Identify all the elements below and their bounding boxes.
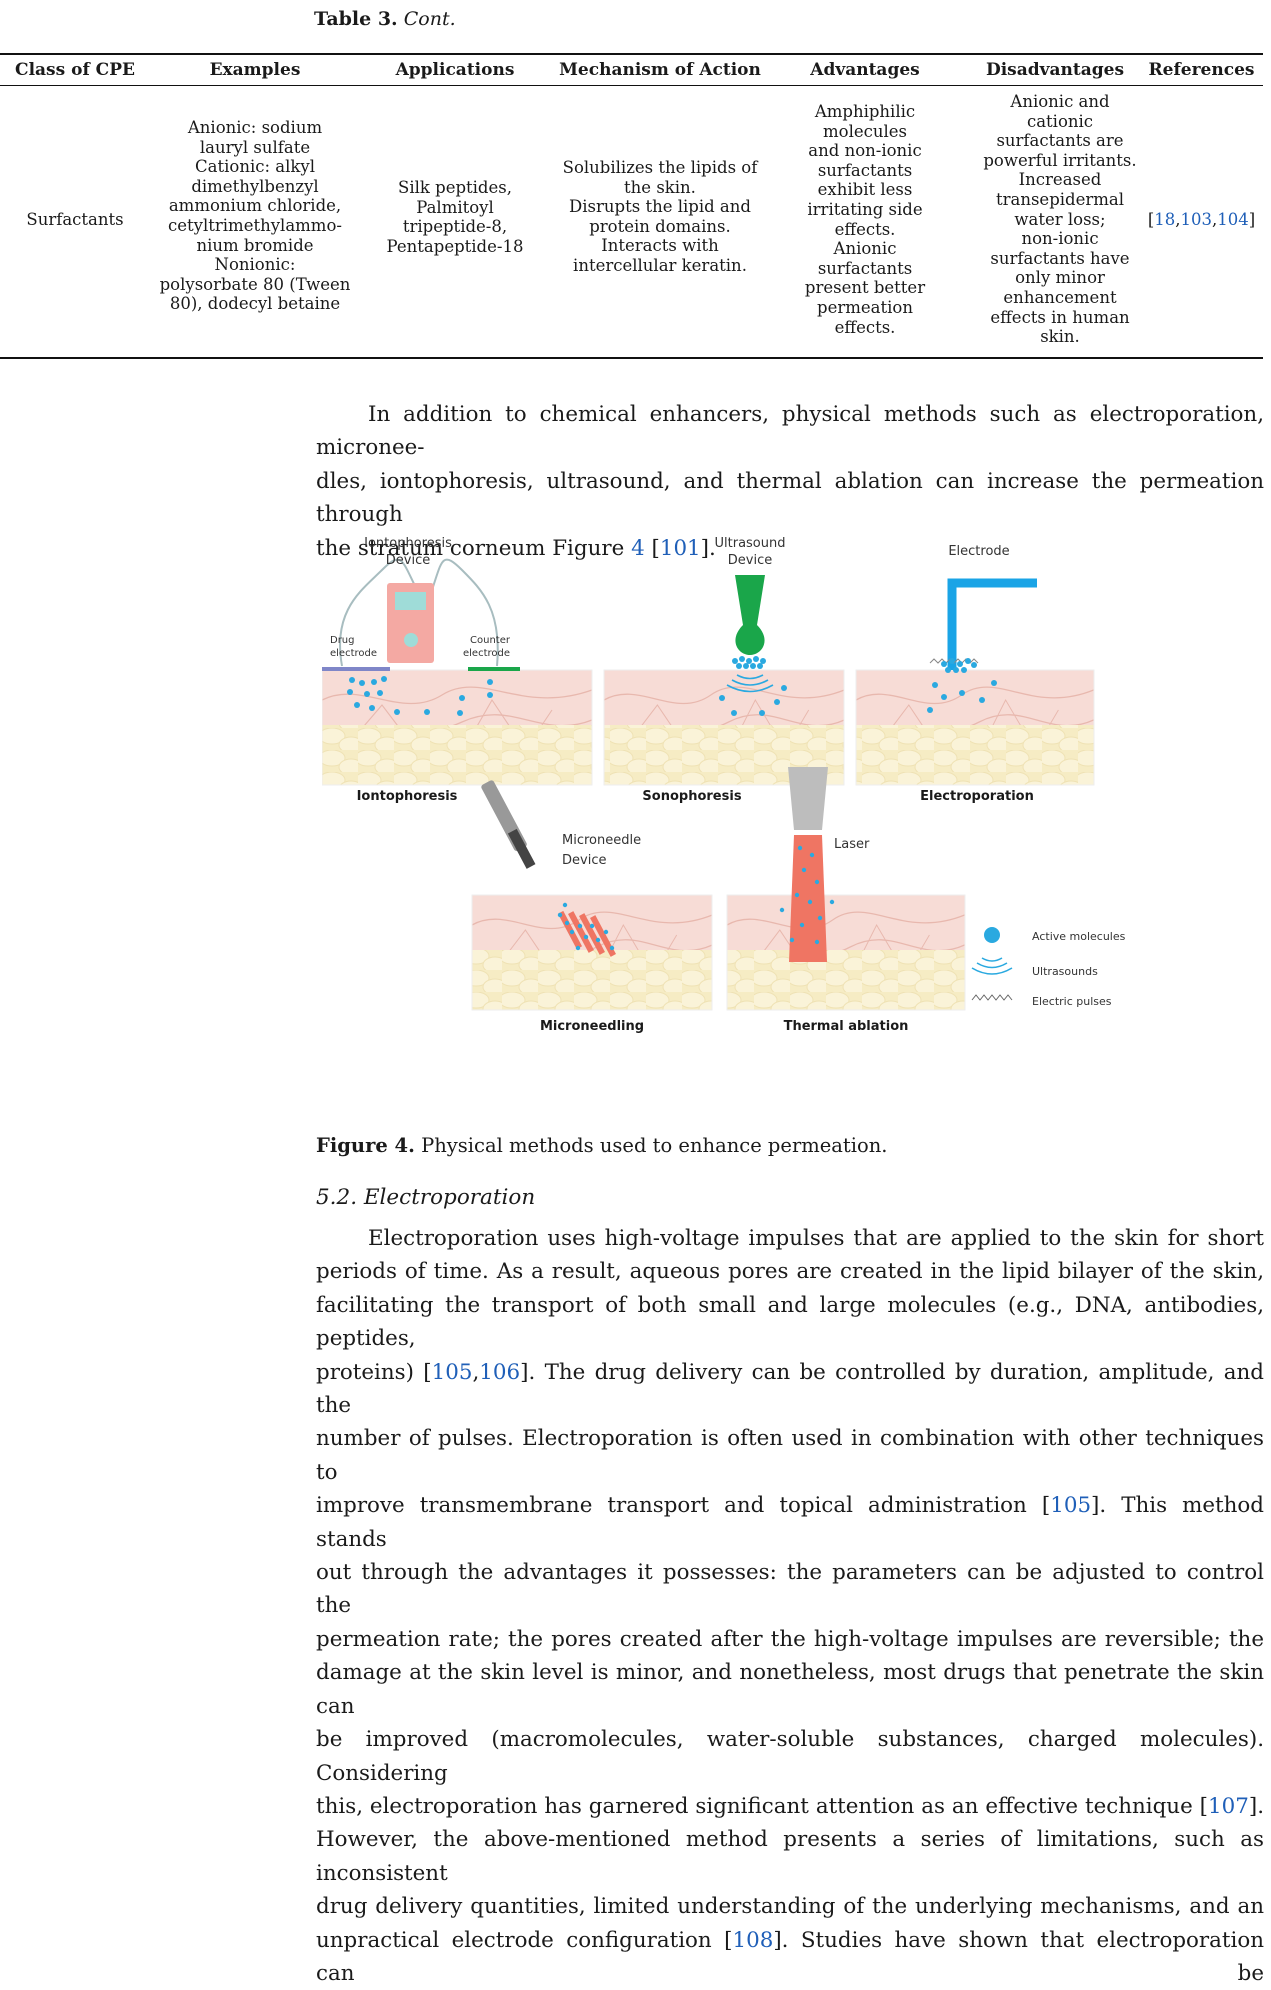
- header-mechanism: Mechanism of Action: [559, 60, 761, 80]
- panel-electroporation: [855, 578, 1095, 786]
- figure-caption-label: Figure 4.: [316, 1134, 415, 1157]
- section-line-12: However, the above-mentioned method pres…: [316, 1827, 1264, 1886]
- ultrasound-device: [735, 575, 765, 655]
- section-heading: 5.2. Electroporation: [316, 1185, 536, 1210]
- label-iontophoresis: Iontophoresis: [357, 789, 458, 804]
- section-line-5: number of pulses. Electroporation is oft…: [316, 1426, 1264, 1485]
- section-line-6: improve transmembrane transport and topi…: [316, 1493, 1264, 1552]
- legend-active-molecules: Active molecules: [1032, 930, 1126, 943]
- microneedle-device-label-2: Device: [562, 853, 606, 868]
- section-paragraph: Electroporation uses high-voltage impuls…: [316, 1222, 1264, 1990]
- label-thermal-ablation: Thermal ablation: [784, 1019, 909, 1034]
- header-applications: Applications: [395, 60, 515, 80]
- drug-electrode-label: Drug: [330, 635, 355, 646]
- electric-pulses-icon: [971, 994, 1013, 1001]
- table-top-rule: [0, 53, 1263, 55]
- cell-mechanism: Solubilizes the lipids of the skin. Disr…: [562, 158, 758, 275]
- microneedle-device: [481, 780, 536, 869]
- header-advantages: Advantages: [810, 60, 920, 80]
- table-caption-label: Table 3.: [314, 8, 398, 30]
- figure-4: Iontophoresis Sonophoresis Electroporati…: [300, 530, 1262, 1110]
- cell-advantages: Amphiphilic molecules and non-ionic surf…: [804, 102, 926, 337]
- ref-link-107[interactable]: 107: [1208, 1793, 1249, 1819]
- section-line-8: permeation rate; the pores created after…: [316, 1626, 1264, 1652]
- ref-link-105-b[interactable]: 105: [1050, 1493, 1092, 1519]
- counter-electrode-label: Counter: [470, 635, 511, 646]
- section-line-2: periods of time. As a result, aqueous po…: [316, 1259, 1264, 1285]
- ultrasound-device-label: Ultrasound: [715, 536, 786, 551]
- section-line-10: be improved (macromolecules, water-solub…: [316, 1727, 1264, 1786]
- cell-examples: Anionic: sodium lauryl sulfate Cationic:…: [159, 118, 351, 314]
- section-line-1: Electroporation uses high-voltage impuls…: [368, 1226, 1264, 1251]
- panel-sonophoresis: [603, 575, 845, 786]
- ref-link-101[interactable]: 101: [659, 535, 701, 561]
- intro-line-2: dles, iontophoresis, ultrasound, and the…: [316, 468, 1264, 528]
- laser-device: [788, 767, 828, 830]
- laser-label: Laser: [834, 837, 870, 852]
- ultrasounds-icon: [971, 957, 1013, 975]
- iontophoresis-device-label: Iontophoresis: [364, 536, 452, 551]
- drug-electrode-bar: [300, 667, 390, 671]
- table-caption: Table 3. Cont.: [314, 8, 456, 30]
- counter-electrode-label-2: electrode: [463, 648, 510, 659]
- label-microneedling: Microneedling: [540, 1019, 644, 1034]
- active-molecules-icon: [984, 927, 1000, 943]
- electrode-bar: [947, 578, 1037, 670]
- figure-caption-text: Physical methods used to enhance permeat…: [421, 1134, 888, 1157]
- panel-iontophoresis: [300, 558, 593, 786]
- cell-references: [18,103,104]: [1147, 210, 1256, 229]
- figure-legend: Active molecules Ultrasounds Electric pu…: [971, 927, 1126, 1008]
- electrode-label: Electrode: [948, 544, 1009, 559]
- header-class-of-cpe: Class of CPE: [15, 60, 135, 80]
- legend-electric-pulses: Electric pulses: [1032, 995, 1112, 1008]
- iontophoresis-device-label-2: Device: [386, 553, 430, 568]
- figure-caption: Figure 4. Physical methods used to enhan…: [316, 1134, 888, 1157]
- panel-thermal-ablation: [726, 767, 966, 1011]
- ref-link-106[interactable]: 106: [479, 1359, 521, 1385]
- section-line-14: unpractical electrode configuration [108…: [316, 1927, 1264, 1986]
- cell-disadvantages: Anionic and cationic surfactants are pow…: [983, 92, 1137, 347]
- panel-microneedling: [471, 780, 713, 1011]
- table-bottom-rule: [0, 357, 1263, 359]
- section-line-7: out through the advantages it possesses:…: [316, 1560, 1264, 1619]
- ref-link-104[interactable]: 104: [1217, 210, 1249, 229]
- section-line-9: damage at the skin level is minor, and n…: [316, 1660, 1264, 1719]
- ref-link-103[interactable]: 103: [1180, 210, 1213, 229]
- section-line-4: proteins) [105,106]. The drug delivery c…: [316, 1359, 1265, 1419]
- ref-link-18[interactable]: 18: [1154, 210, 1176, 229]
- table-header-rule: [0, 85, 1263, 86]
- cell-applications: Silk peptides, Palmitoyl tripeptide-8, P…: [386, 178, 524, 256]
- cell-class: Surfactants: [26, 210, 124, 229]
- drug-electrode-label-2: electrode: [330, 648, 377, 659]
- microneedle-device-label: Microneedle: [562, 833, 641, 848]
- counter-electrode-bar: [468, 667, 520, 671]
- label-electroporation: Electroporation: [920, 789, 1034, 804]
- section-line-11: this, electroporation has garnered signi…: [316, 1793, 1264, 1819]
- ablation-channel: [789, 835, 827, 962]
- header-references: References: [1148, 60, 1255, 80]
- ref-link-105[interactable]: 105: [431, 1359, 473, 1385]
- intro-line-1: In addition to chemical enhancers, physi…: [316, 402, 1264, 461]
- intro-line-3: the stratum corneum Figure 4 [101].: [316, 535, 716, 561]
- intro-paragraph: In addition to chemical enhancers, physi…: [316, 398, 1264, 565]
- table-caption-cont: Cont.: [403, 8, 456, 30]
- section-line-3: facilitating the transport of both small…: [316, 1292, 1264, 1352]
- ref-link-108[interactable]: 108: [732, 1927, 774, 1953]
- ultrasound-device-label-2: Device: [728, 553, 772, 568]
- legend-ultrasounds: Ultrasounds: [1032, 965, 1098, 978]
- label-sonophoresis: Sonophoresis: [642, 789, 741, 804]
- header-disadvantages: Disadvantages: [985, 60, 1125, 80]
- header-examples: Examples: [209, 60, 301, 80]
- section-line-13: drug delivery quantities, limited unders…: [316, 1894, 1264, 1920]
- iontophoresis-molecules: [347, 676, 493, 716]
- figure-4-link[interactable]: 4: [631, 535, 645, 561]
